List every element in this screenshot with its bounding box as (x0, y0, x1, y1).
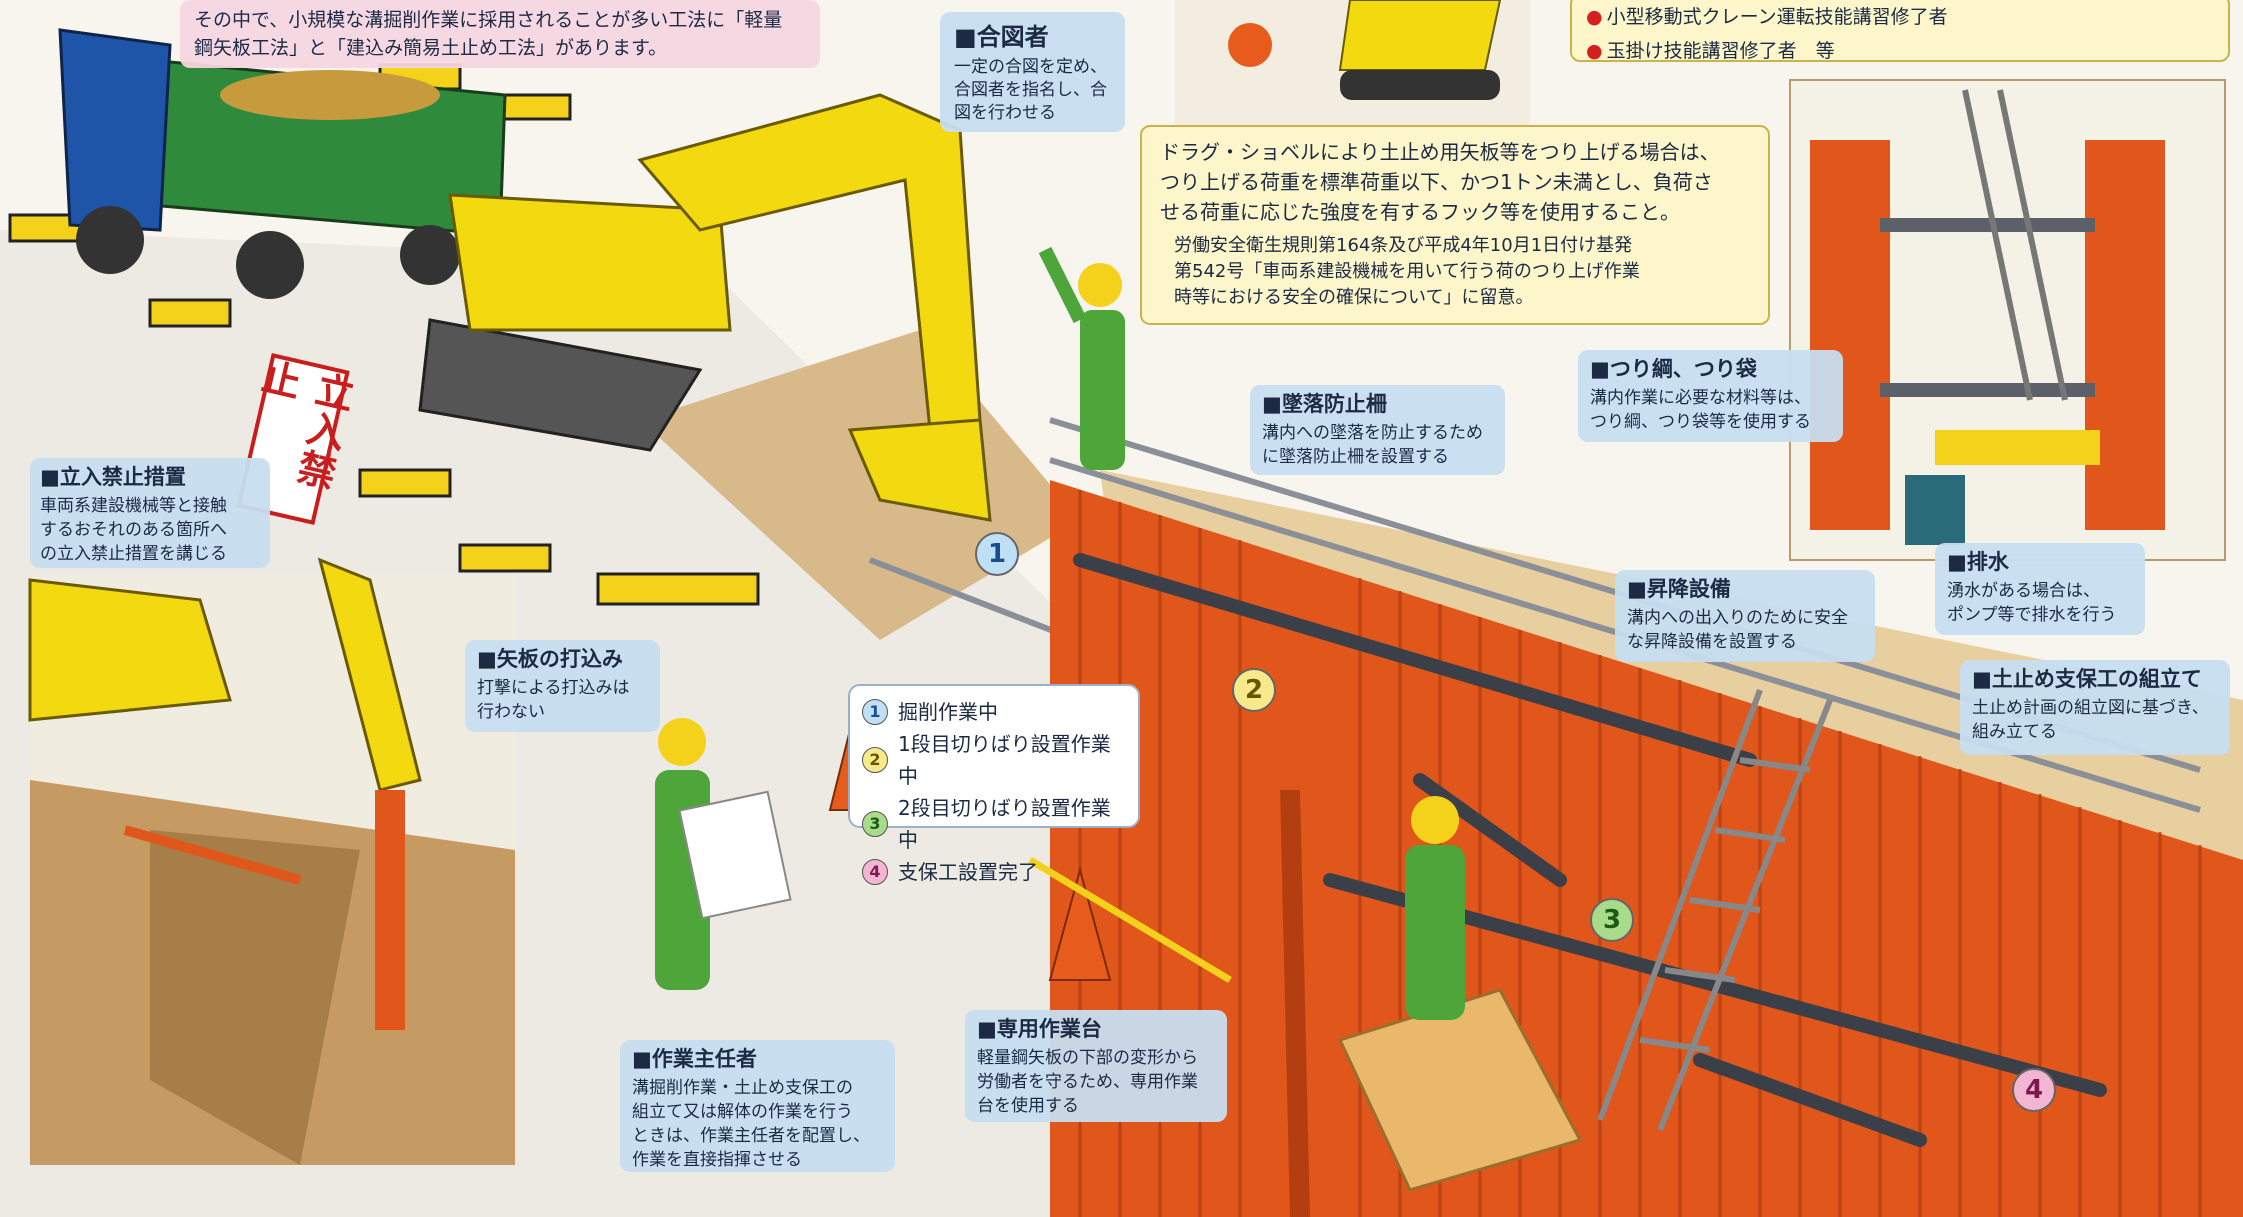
platform-title: 専用作業台 (977, 1016, 1215, 1042)
step-marker: 3 (862, 811, 888, 837)
crane-note-ref: 時等における安全の確保について」に留意。 (1174, 287, 1534, 308)
scene-marker-4: 4 (2012, 1068, 2056, 1112)
step-marker: 1 (862, 699, 888, 725)
lifting-title: 昇降設備 (1627, 576, 1863, 602)
no-entry-text: するおそれのある箇所へ (40, 520, 227, 540)
barricades (8, 63, 760, 606)
legend-item: 4 支保工設置完了 (862, 856, 1126, 888)
fall-prevention-box: 墜落防止柵 溝内への墜落を防止するため に墜落防止柵を設置する (1250, 385, 1505, 475)
signals-box: 合図者 一定の合図を定め、 合図者を指名し、合 図を行わせる (940, 12, 1125, 132)
drainage-box: 排水 湧水がある場合は、 ポンプ等で排水を行う (1935, 543, 2145, 635)
crane-note-ref: 労働安全衛生規則第164条及び平成4年10月1日付け基発 (1174, 235, 1633, 256)
sheet-pile-text: 打撃による打込みは (477, 678, 630, 698)
legend-label: 2段目切りばり設置作業中 (898, 796, 1111, 852)
trench-inset (1789, 79, 2226, 561)
platform-box: 専用作業台 軽量鋼矢板の下部の変形から 労働者を守るため、専用作業 台を使用する (965, 1010, 1227, 1122)
platform-text: 労働者を守るため、専用作業 (977, 1072, 1198, 1092)
fall-prevention-title: 墜落防止柵 (1262, 391, 1493, 417)
sheet-pile-wall (1050, 480, 2243, 1217)
no-entry-text: 車両系建設機械等と接触 (40, 496, 227, 516)
workers (655, 246, 1465, 1020)
sheet-pile-box: 矢板の打込み 打撃による打込みは 行わない (465, 640, 660, 732)
crane-note-text: つり上げる荷重を標準荷重以下、かつ1トン未満とし、負荷さ (1160, 170, 1713, 194)
chief-text: ときは、作業主任者を配置し、 (632, 1126, 870, 1146)
crane-note-ref: 第542号「車両系建設機械を用いて行う荷のつり上げ作業 (1174, 261, 1640, 282)
qualification-item: 小型移動式クレーン運転技能講習修了者 (1586, 0, 2214, 34)
assembly-box: 土止め支保工の組立て 土止め計画の組立図に基づき、 組み立てる (1960, 660, 2230, 755)
drainage-title: 排水 (1947, 549, 2133, 575)
signals-text: 合図者を指名し、合 (954, 80, 1107, 100)
pile-driving-inset (28, 557, 515, 1165)
scene-marker-1: 1 (975, 532, 1019, 576)
scene-marker-2: 2 (1232, 668, 1276, 712)
qualification-item: 玉掛け技能講習修了者 等 (1586, 34, 2214, 68)
legend-item: 1 掘削作業中 (862, 696, 1126, 728)
rope-bag-box: つり綱、つり袋 溝内作業に必要な材料等は、 つり綱、つり袋等を使用する (1578, 350, 1843, 442)
chief-box: 作業主任者 溝掘削作業・土止め支保工の 組立て又は解体の作業を行う ときは、作業… (620, 1040, 895, 1172)
legend-label: 支保工設置完了 (898, 860, 1038, 884)
excavator (418, 93, 992, 522)
rope-bag-text: つり綱、つり袋等を使用する (1590, 412, 1811, 432)
sheet-pile-text: 行わない (477, 702, 545, 722)
legend-label: 掘削作業中 (898, 700, 998, 724)
lifting-text: 溝内への出入りのために安全 (1627, 608, 1848, 628)
crane-note-text: せる荷重に応じた強度を有するフック等を使用すること。 (1160, 200, 1680, 224)
crane-preview (1175, 0, 1530, 125)
no-entry-box: 立入禁止措置 車両系建設機械等と接触 するおそれのある箇所へ の立入禁止措置を講… (30, 458, 270, 568)
platform-text: 軽量鋼矢板の下部の変形から (977, 1048, 1198, 1068)
ladder (1597, 688, 1833, 1132)
assembly-text: 土止め計画の組立図に基づき、 (1972, 698, 2209, 718)
dump-truck (58, 28, 507, 299)
legend-item: 2 1段目切りばり設置作業中 (862, 728, 1126, 792)
crane-note-text: ドラグ・ショベルにより土止め用矢板等をつり上げる場合は、 (1160, 140, 1720, 164)
drainage-text: ポンプ等で排水を行う (1947, 605, 2117, 625)
scene-marker-3: 3 (1590, 898, 1634, 942)
rope-bag-title: つり綱、つり袋 (1590, 356, 1831, 382)
intro-line-2: 鋼矢板工法」と「建込み簡易土止め工法」があります。 (194, 37, 668, 59)
intro-line-1: その中で、小規模な溝掘削作業に採用されることが多い工法に「軽量 (194, 9, 783, 31)
no-entry-text: の立入禁止措置を講じる (40, 544, 227, 564)
signals-text: 一定の合図を定め、 (954, 57, 1107, 77)
crane-note-box: ドラグ・ショベルにより土止め用矢板等をつり上げる場合は、 つり上げる荷重を標準荷… (1140, 125, 1770, 325)
chief-text: 作業を直接指揮させる (632, 1150, 802, 1170)
step-marker: 2 (862, 747, 888, 773)
assembly-text: 組み立てる (1972, 722, 2057, 742)
fall-prevention-text: に墜落防止柵を設置する (1262, 447, 1449, 467)
chief-text: 組立て又は解体の作業を行う (632, 1102, 853, 1122)
assembly-title: 土止め支保工の組立て (1972, 666, 2218, 692)
legend-item: 3 2段目切りばり設置作業中 (862, 792, 1126, 856)
qualifications-box: 小型移動式クレーン運転技能講習修了者 玉掛け技能講習修了者 等 (1570, 0, 2230, 62)
step-marker: 4 (862, 859, 888, 885)
lifting-box: 昇降設備 溝内への出入りのために安全 な昇降設備を設置する (1615, 570, 1875, 662)
signals-title: 合図者 (954, 22, 1111, 52)
legend-label: 1段目切りばり設置作業中 (898, 732, 1111, 788)
step-legend: 1 掘削作業中 2 1段目切りばり設置作業中 3 2段目切りばり設置作業中 4 支保工設… (848, 684, 1140, 885)
fall-prevention-text: 溝内への墜落を防止するため (1262, 423, 1483, 443)
chief-title: 作業主任者 (632, 1046, 883, 1072)
lifting-text: な昇降設備を設置する (1627, 632, 1797, 652)
chief-text: 溝掘削作業・土止め支保工の (632, 1078, 853, 1098)
no-entry-title: 立入禁止措置 (40, 464, 260, 490)
intro-box: その中で、小規模な溝掘削作業に採用されることが多い工法に「軽量 鋼矢板工法」と「… (180, 0, 820, 68)
rope-bag-text: 溝内作業に必要な材料等は、 (1590, 388, 1811, 408)
platform-text: 台を使用する (977, 1096, 1079, 1116)
drainage-text: 湧水がある場合は、 (1947, 581, 2100, 601)
sheet-pile-title: 矢板の打込み (477, 646, 648, 672)
signals-text: 図を行わせる (954, 103, 1056, 123)
